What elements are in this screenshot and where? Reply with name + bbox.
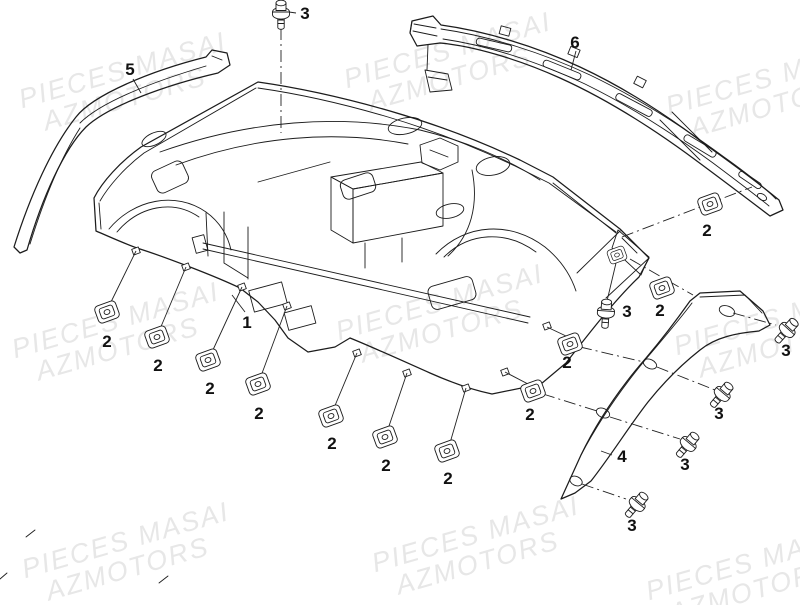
leader-lines [109, 11, 617, 456]
clip-part-2 [244, 371, 272, 397]
part-number-callout-2: 2 [562, 353, 571, 372]
part-number-callout-5: 5 [125, 60, 134, 79]
part-number-callout-3: 3 [622, 302, 631, 321]
part-number-callout-1: 1 [242, 313, 251, 332]
part-number-callout-2: 2 [254, 404, 263, 423]
part-number-callout-2: 2 [655, 301, 664, 320]
part-number-callout-3: 3 [680, 455, 689, 474]
part-number-callout-2: 2 [525, 405, 534, 424]
part-6-rear-rack-bar [409, 15, 784, 217]
screw-part-3 [595, 298, 616, 330]
mounted-clip-part-2 [605, 244, 629, 266]
clip-part-2 [194, 347, 222, 373]
clip-part-2 [371, 424, 399, 450]
clip-part-2 [317, 403, 345, 429]
part-number-callout-6: 6 [570, 33, 579, 52]
part-number-callout-2: 2 [327, 434, 336, 453]
print-marks [0, 529, 169, 584]
clip-part-2 [433, 438, 461, 464]
clip-part-2 [648, 275, 676, 301]
alignment-axes [280, 28, 777, 500]
part-number-callout-2: 2 [205, 379, 214, 398]
part-1-rear-body-panel [93, 81, 650, 395]
part-number-callout-3: 3 [781, 341, 790, 360]
screw-part-3 [272, 0, 290, 30]
part-number-callout-2: 2 [102, 332, 111, 351]
callout-labels-layer: 1 2 2 2 2 2 2 2 2 2 2 2 3 3 3 3 3 3 4 5 6 [102, 4, 790, 535]
part-number-callout-3: 3 [627, 516, 636, 535]
mounting-tabs [131, 246, 552, 393]
part-4-right-flare-strip [560, 290, 771, 500]
clip-part-2 [696, 191, 724, 217]
part-number-callout-2: 2 [443, 469, 452, 488]
part-number-callout-4: 4 [617, 447, 627, 466]
part-number-callout-2: 2 [153, 356, 162, 375]
part-number-callout-2: 2 [702, 221, 711, 240]
part-number-callout-3: 3 [714, 404, 723, 423]
part-5-left-trim-strip [13, 49, 231, 254]
part-number-callout-3: 3 [300, 4, 309, 23]
part-number-callout-2: 2 [381, 456, 390, 475]
